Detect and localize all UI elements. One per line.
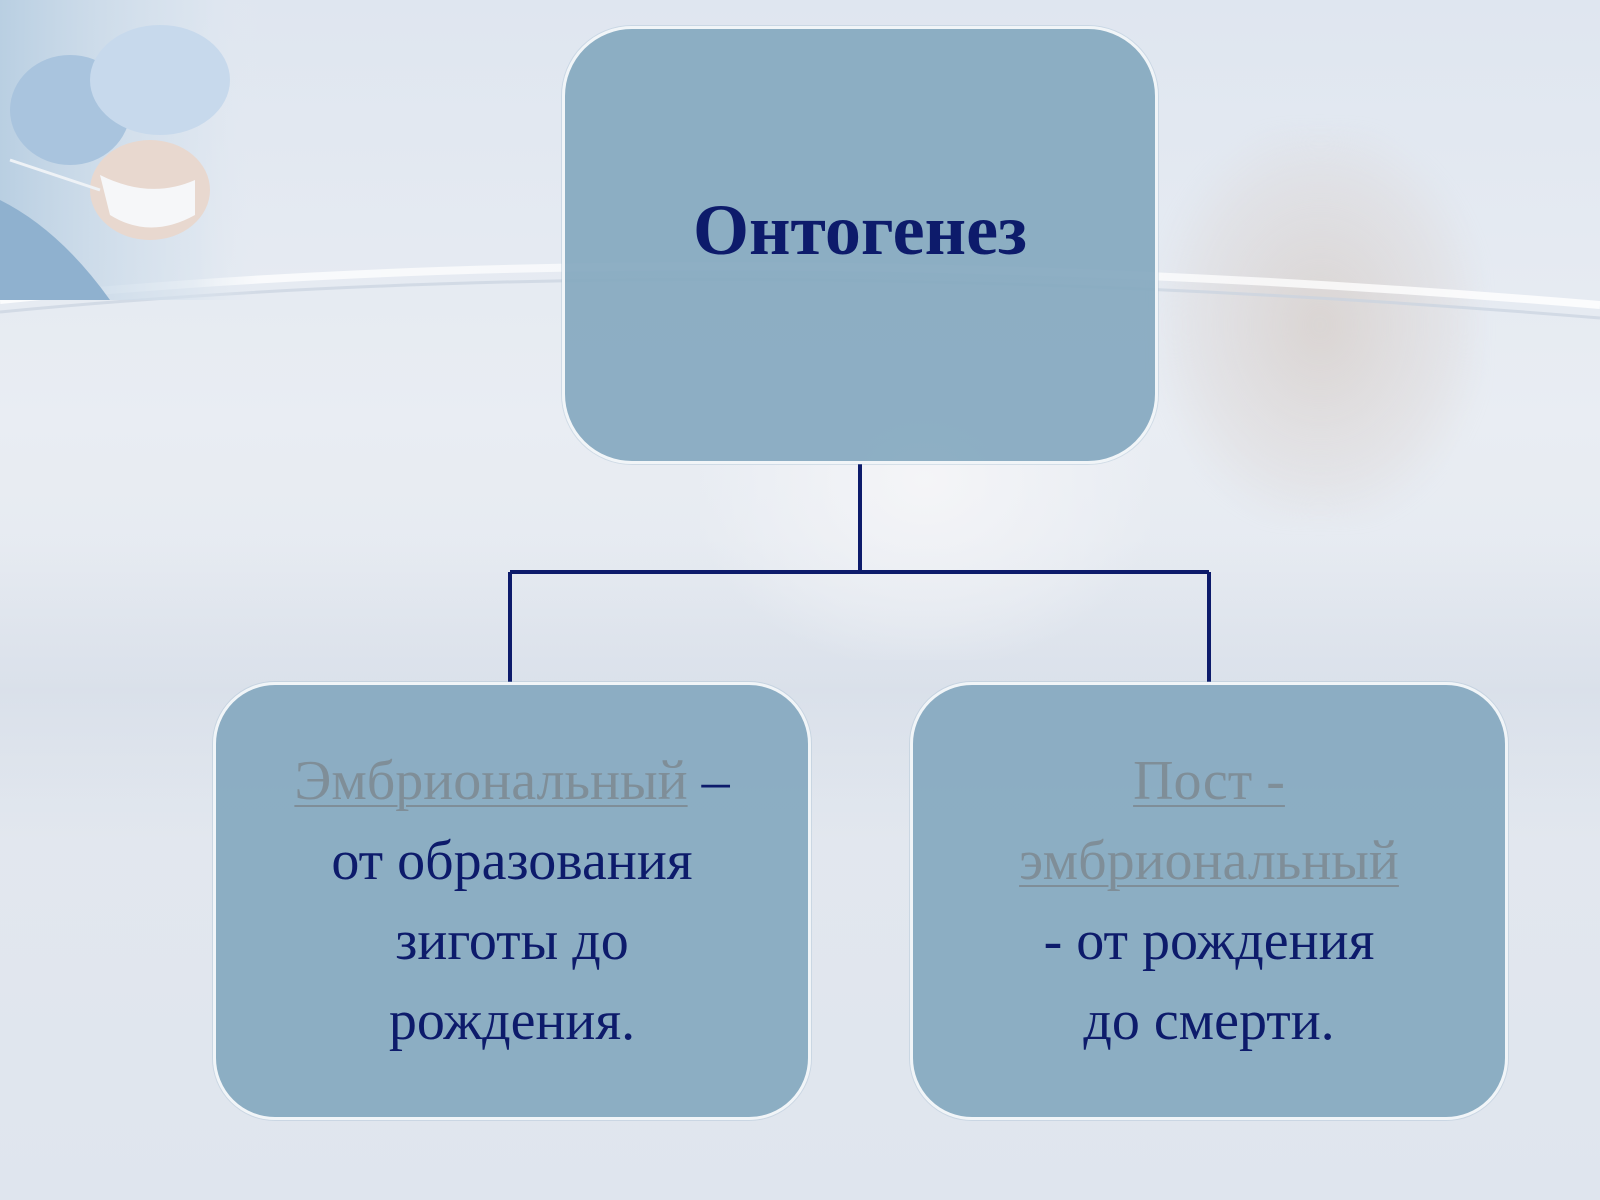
postembryonic-term-line-1: Пост - bbox=[1019, 741, 1399, 821]
embryonic-dash: – bbox=[687, 750, 730, 812]
root-node-ontogenesis: Онтогенез bbox=[562, 26, 1158, 464]
postembryonic-term-link-2[interactable]: эмбриональный bbox=[1019, 830, 1399, 892]
embryonic-line-3: рождения. bbox=[388, 990, 636, 1052]
embryonic-term-link[interactable]: Эмбриональный bbox=[294, 750, 688, 812]
postembryonic-line-2: до смерти. bbox=[1083, 990, 1335, 1052]
embryonic-text: Эмбриональный – от образования зиготы до… bbox=[274, 741, 749, 1061]
postembryonic-node: Пост - эмбриональный - от рождения до см… bbox=[910, 682, 1508, 1120]
postembryonic-text: Пост - эмбриональный - от рождения до см… bbox=[999, 741, 1419, 1061]
embryonic-line-1: от образования bbox=[331, 830, 693, 892]
surgeons-photo bbox=[0, 0, 260, 300]
root-title: Онтогенез bbox=[693, 189, 1027, 270]
postembryonic-line-1: - от рождения bbox=[1043, 910, 1375, 972]
embryonic-node: Эмбриональный – от образования зиготы до… bbox=[213, 682, 811, 1120]
postembryonic-term-link-1[interactable]: Пост - bbox=[1133, 750, 1285, 812]
postembryonic-term-line-2: эмбриональный bbox=[1019, 821, 1399, 901]
embryonic-line-2: зиготы до bbox=[395, 910, 629, 972]
embryonic-term-line: Эмбриональный – bbox=[294, 741, 729, 821]
